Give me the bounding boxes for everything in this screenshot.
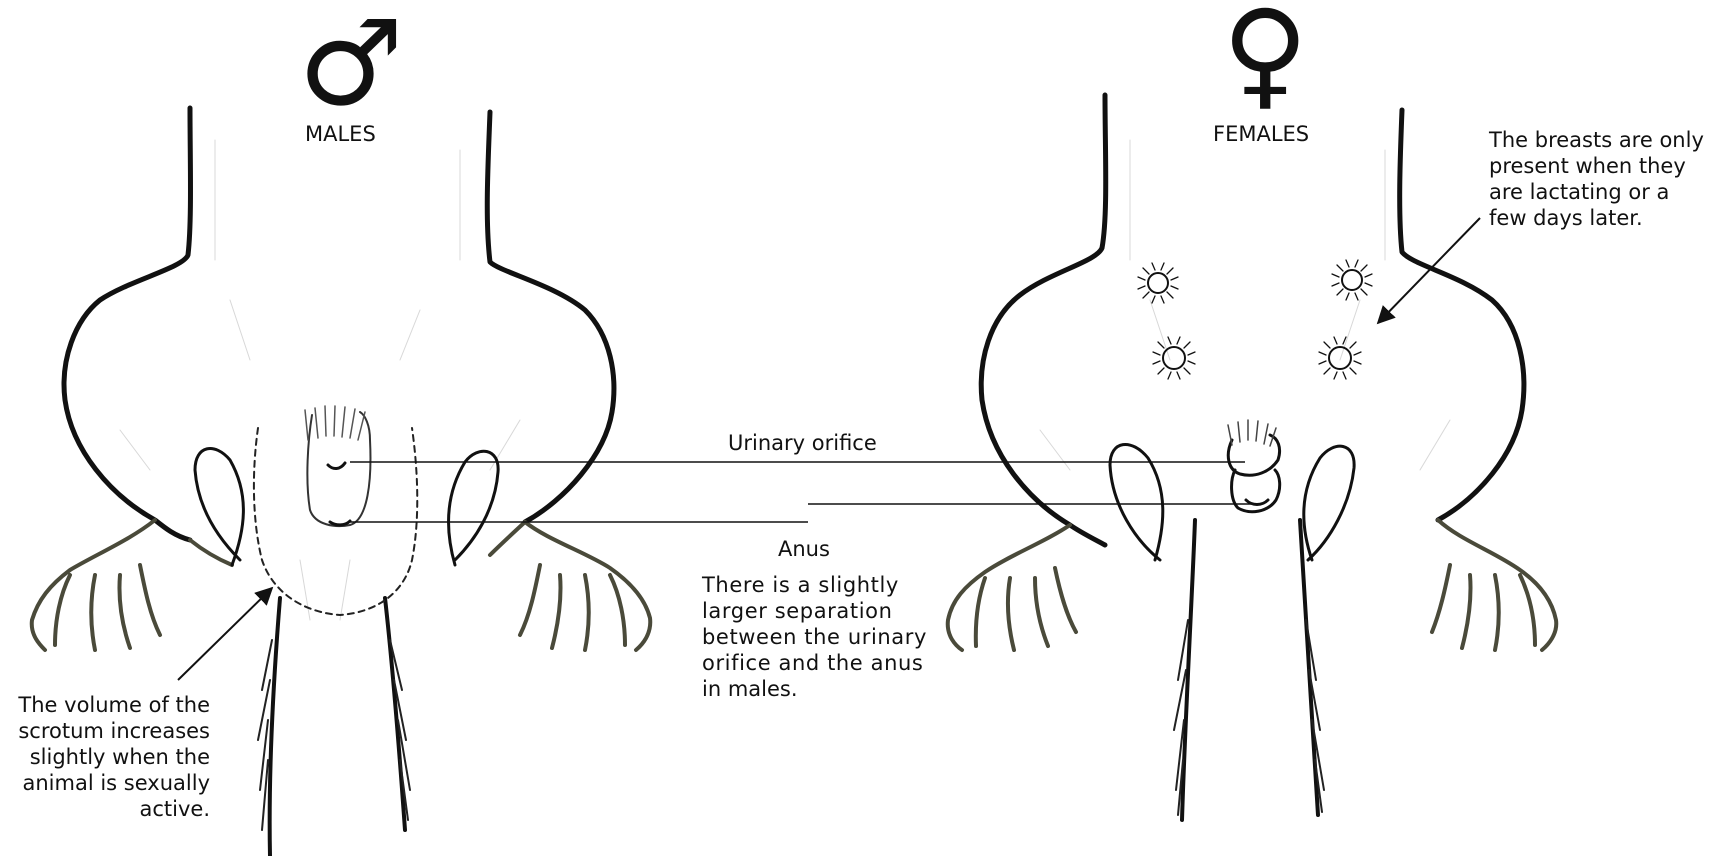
male-tail xyxy=(270,598,405,856)
urinary-orifice-label: Urinary orifice xyxy=(728,430,877,456)
female-figure xyxy=(948,95,1557,820)
anus-label: Anus xyxy=(778,536,830,562)
note-line: There is a slightly xyxy=(702,572,912,598)
note-line: orifice and the anus xyxy=(702,650,912,676)
separation-note: There is a slightly larger separation be… xyxy=(702,572,912,702)
scrotum-arrow xyxy=(178,588,272,680)
note-line: in males. xyxy=(702,676,912,702)
note-line: scrotum increases xyxy=(0,718,210,744)
note-line: larger separation xyxy=(702,598,912,624)
note-line: are lactating or a xyxy=(1489,179,1711,205)
breast-marks xyxy=(1138,260,1372,379)
note-line: The breasts are only xyxy=(1489,127,1711,153)
note-line: between the urinary xyxy=(702,624,912,650)
note-line: animal is sexually xyxy=(0,770,210,796)
note-line: slightly when the xyxy=(0,744,210,770)
breasts-note: The breasts are only present when they a… xyxy=(1489,127,1711,231)
males-label: MALES xyxy=(305,121,376,147)
breast-mark xyxy=(1319,337,1361,379)
note-line: present when they xyxy=(1489,153,1711,179)
female-body-left-outline xyxy=(981,95,1105,545)
male-body-left-outline xyxy=(64,108,190,540)
male-body-right-outline xyxy=(487,112,614,522)
female-tail xyxy=(1182,520,1318,820)
females-label: FEMALES xyxy=(1213,121,1309,147)
male-symbol: ♂ xyxy=(298,4,404,122)
female-right-leg xyxy=(1304,446,1354,560)
scrotum-note: The volume of the scrotum increases slig… xyxy=(0,692,210,822)
female-symbol: ♀ xyxy=(1222,0,1308,112)
breast-mark xyxy=(1138,263,1178,303)
breast-mark xyxy=(1332,260,1372,300)
breast-mark xyxy=(1153,337,1195,379)
note-line: The volume of the xyxy=(0,692,210,718)
breasts-arrow xyxy=(1378,218,1480,323)
note-line: active. xyxy=(0,796,210,822)
note-line: few days later. xyxy=(1489,205,1711,231)
